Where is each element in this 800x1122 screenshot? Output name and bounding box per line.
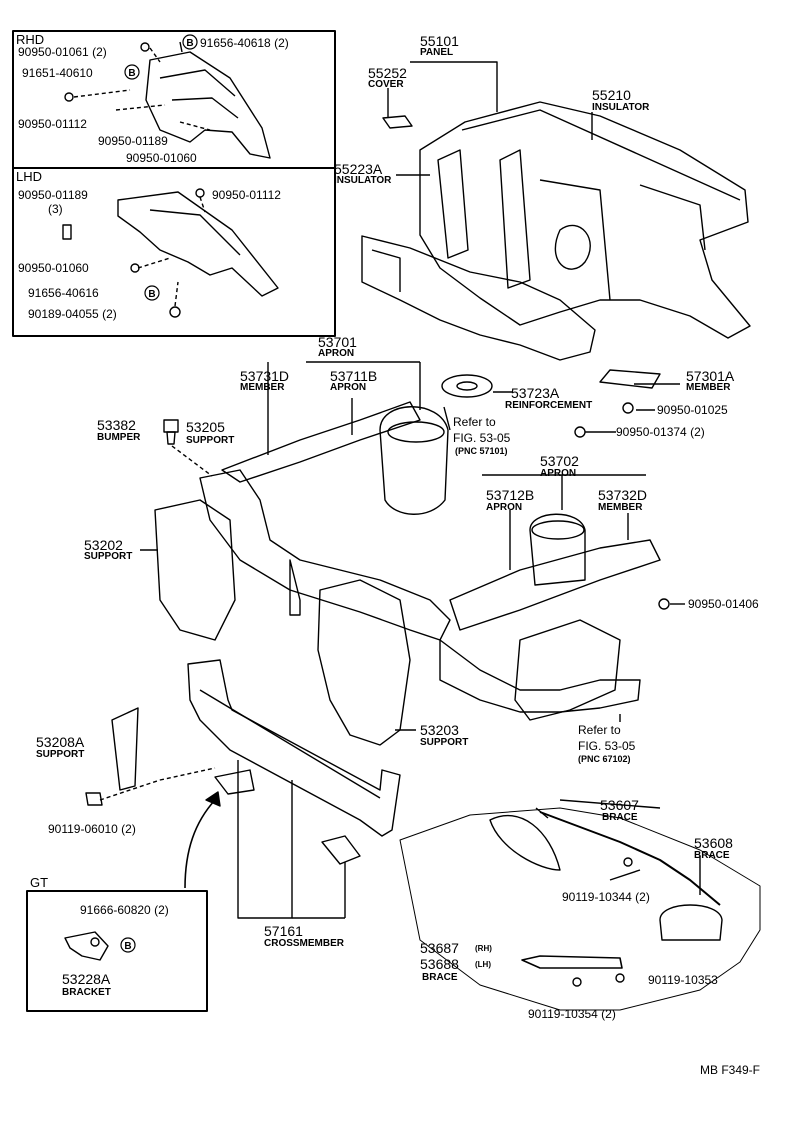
- callout-53731d: 53731D: [240, 368, 290, 384]
- callout-53205-name: SUPPORT: [186, 435, 235, 446]
- callout-57161-name: CROSSMEMBER: [264, 938, 345, 949]
- callout-53712b-name: APRON: [486, 502, 523, 513]
- right-strut-tower: [529, 513, 586, 586]
- callout-53731d-name: MEMBER: [240, 382, 285, 393]
- right-support: [317, 579, 411, 746]
- callout-53607: 53607: [600, 797, 639, 813]
- callout-53732d-name: MEMBER: [598, 502, 643, 513]
- left-apron: [199, 469, 451, 641]
- callout-57301a-name: MEMBER: [686, 382, 731, 393]
- rhd-label-2: 91651-40610: [22, 66, 93, 80]
- svg-text:B: B: [186, 38, 193, 49]
- callout-55252: 55252: [368, 65, 407, 81]
- callout-90119-06010: 90119-06010 (2): [48, 822, 136, 836]
- dash-panel: [419, 101, 751, 339]
- lhd-label-4: 91656-40616: [28, 286, 99, 300]
- lhd-title: LHD: [16, 169, 43, 184]
- callout-55252-name: COVER: [368, 79, 404, 90]
- gt-label-2: 53228A: [62, 971, 111, 987]
- svg-text:B: B: [124, 941, 131, 952]
- rhd-label-5: 90950-01060: [126, 151, 197, 165]
- lhd-panel-shape: [117, 191, 279, 297]
- right-member: [449, 539, 661, 631]
- callout-53202: 53202: [84, 537, 123, 553]
- callout-53382: 53382: [97, 417, 136, 433]
- lhd-label-1: 90950-01189: [18, 188, 88, 202]
- gt-label-2-name: BRACKET: [62, 987, 111, 998]
- callout-55210-name: INSULATOR: [592, 102, 650, 113]
- refer-1-line3: (PNC 57101): [455, 446, 508, 456]
- refer-2-line3: (PNC 67102): [578, 754, 631, 764]
- callout-90119-10353: 90119-10353: [648, 973, 718, 987]
- callout-90950-01406: 90950-01406: [688, 597, 759, 611]
- callout-53203: 53203: [420, 722, 459, 738]
- rhd-label-4: 90950-01189: [98, 134, 168, 148]
- callout-53208a: 53208A: [36, 734, 85, 750]
- callout-57161: 57161: [264, 923, 303, 939]
- callout-90950-01025: 90950-01025: [657, 403, 728, 417]
- callout-53608-name: BRACE: [694, 850, 730, 861]
- support-53208a: [111, 707, 139, 791]
- callout-53723a-name: REINFORCEMENT: [505, 400, 593, 411]
- callout-53688-side: (LH): [475, 960, 491, 969]
- callout-55101-name: PANEL: [420, 47, 454, 58]
- lhd-label-1b: (3): [48, 202, 63, 216]
- rhd-panel-shape: [145, 51, 271, 159]
- crossmember: [187, 659, 401, 837]
- insulator-lower: [361, 235, 596, 361]
- callout-53702-name: APRON: [540, 468, 577, 479]
- callout-53687: 53687: [420, 940, 459, 956]
- left-strut-tower: [379, 406, 449, 515]
- refer-2-line2: FIG. 53-05: [578, 739, 636, 753]
- callout-53688-name: BRACE: [422, 972, 458, 983]
- svg-text:B: B: [148, 289, 155, 300]
- callout-53203-name: SUPPORT: [420, 737, 469, 748]
- rhd-label-1: 90950-01061 (2): [18, 45, 107, 59]
- left-support: [154, 499, 236, 641]
- callout-53712b: 53712B: [486, 487, 535, 503]
- svg-text:B: B: [128, 68, 135, 79]
- callout-53382-name: BUMPER: [97, 432, 141, 443]
- callout-53608: 53608: [694, 835, 733, 851]
- callout-90950-01374: 90950-01374 (2): [616, 425, 705, 439]
- callout-53711b-name: APRON: [330, 382, 367, 393]
- callout-55223a: 55223A: [334, 161, 383, 177]
- gt-title: GT: [30, 875, 49, 890]
- callout-53702: 53702: [540, 453, 579, 469]
- callout-53607-name: BRACE: [602, 812, 638, 823]
- callout-53202-name: SUPPORT: [84, 551, 133, 562]
- callout-53688: 53688: [420, 956, 459, 972]
- callout-53701-name: APRON: [318, 348, 355, 359]
- callout-55210: 55210: [592, 87, 631, 103]
- callout-53723a: 53723A: [511, 385, 560, 401]
- refer-1-line2: FIG. 53-05: [453, 431, 511, 445]
- lhd-label-3: 90950-01060: [18, 261, 89, 275]
- callout-90119-10354: 90119-10354 (2): [528, 1007, 616, 1021]
- refer-1-line1: Refer to: [453, 415, 496, 429]
- cover-part: [382, 115, 413, 129]
- figure-code: MB F349-F: [700, 1063, 761, 1077]
- callout-55223a-name: INSULATOR: [334, 175, 392, 186]
- lhd-label-5: 90189-04055 (2): [28, 307, 117, 321]
- callout-53732d: 53732D: [598, 487, 648, 503]
- left-member: [221, 401, 421, 483]
- rhd-label-6: 91656-40618 (2): [200, 36, 289, 50]
- callout-53711b: 53711B: [330, 368, 378, 384]
- inset-frame: [12, 30, 336, 337]
- rhd-label-3: 90950-01112: [18, 117, 87, 131]
- callout-90119-10344: 90119-10344 (2): [562, 890, 650, 904]
- rhd-title: RHD: [16, 32, 45, 47]
- gt-label-1: 91666-60820 (2): [80, 903, 169, 917]
- lhd-label-2: 90950-01112: [212, 188, 281, 202]
- callout-53701: 53701: [318, 334, 357, 350]
- callout-55101: 55101: [420, 33, 459, 49]
- refer-2-line1: Refer to: [578, 723, 621, 737]
- callout-53208a-name: SUPPORT: [36, 749, 85, 760]
- callout-53205: 53205: [186, 419, 225, 435]
- callout-57301a: 57301A: [686, 368, 735, 384]
- callout-53687-side: (RH): [475, 944, 492, 953]
